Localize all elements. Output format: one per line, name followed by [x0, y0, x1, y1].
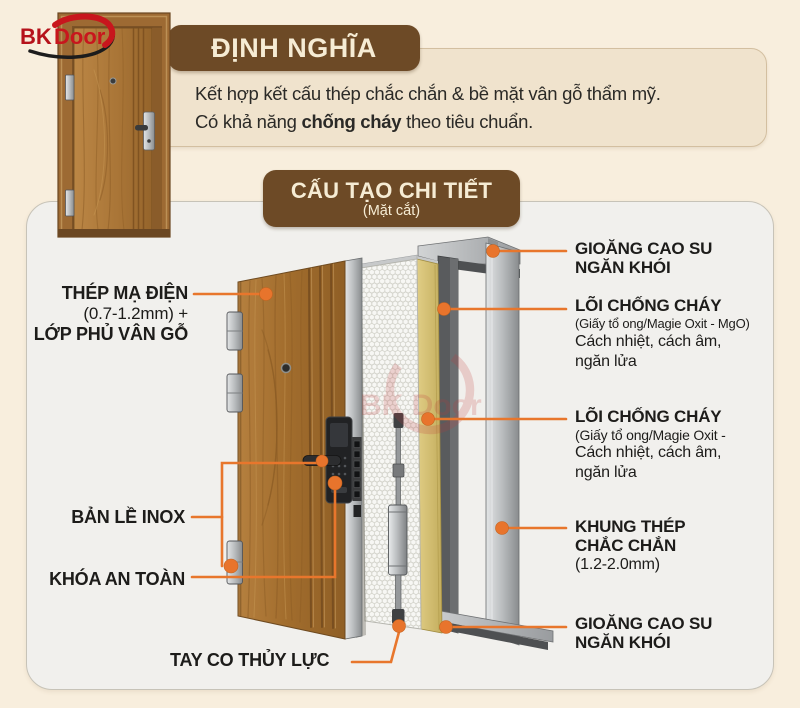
- logo-text-door: Door: [54, 24, 106, 49]
- logo-swoosh-red: [52, 13, 116, 48]
- exploded-door-diagram: BK Door: [190, 236, 568, 664]
- callout-label-steel-frame: KHUNG THÉP CHẮC CHẮN (1.2-2.0mm): [575, 517, 686, 573]
- hinge: [226, 373, 243, 413]
- svg-text:BK Door: BK Door: [360, 389, 482, 422]
- watermark: BK Door: [360, 345, 482, 435]
- callout-label-smoke-gasket-bottom: GIOĂNG CAO SU NGĂN KHÓI: [575, 614, 713, 652]
- peephole: [109, 77, 117, 85]
- callout-label-safety-lock: KHÓA AN TOÀN: [49, 569, 185, 589]
- hinge: [226, 311, 243, 351]
- callout-label-steel-skin: THÉP MẠ ĐIỆN (0.7-1.2mm) + LỚP PHỦ VÂN G…: [33, 283, 188, 344]
- definition-heading: ĐỊNH NGHĨA: [168, 25, 420, 71]
- product-door-illustration: [57, 12, 171, 238]
- hinge: [65, 189, 75, 217]
- callout-label-smoke-gasket-top: GIOĂNG CAO SU NGĂN KHÓI: [575, 239, 713, 277]
- callout-label-hydraulic-closer: TAY CO THỦY LỰC: [170, 650, 330, 670]
- door-handle: [135, 111, 155, 151]
- definition-line2: Có khả năng chống cháy theo tiêu chuẩn.: [195, 111, 533, 132]
- hydraulic-closer: [388, 413, 408, 624]
- structure-heading: CẤU TẠO CHI TIẾT (Mặt cắt): [263, 170, 520, 227]
- threshold: [58, 229, 170, 237]
- definition-title: ĐỊNH NGHĨA: [211, 32, 377, 63]
- structure-title: CẤU TẠO CHI TIẾT: [290, 177, 493, 203]
- door-leaf: [226, 257, 363, 640]
- hinge: [65, 74, 75, 101]
- callout-dots: [223, 244, 509, 634]
- peephole: [280, 362, 292, 374]
- lock-edge-plate: [352, 437, 362, 517]
- callout-label-fire-core-2: LÕI CHỐNG CHÁY (Giấy tổ ong/Magie Oxit -…: [575, 407, 726, 481]
- definition-text: Kết hợp kết cấu thép chắc chắn & bề mặt …: [195, 80, 760, 136]
- definition-line1: Kết hợp kết cấu thép chắc chắn & bề mặt …: [195, 83, 661, 104]
- logo-text-bk: BK: [20, 24, 52, 49]
- callout-lines: [190, 249, 568, 664]
- structure-subtitle: (Mặt cắt): [362, 202, 421, 219]
- callout-label-hinge: BẢN LỀ INOX: [71, 507, 185, 527]
- callout-label-fire-core-1: LÕI CHỐNG CHÁY (Giấy tổ ong/Magie Oxit -…: [575, 296, 750, 370]
- brand-logo: BK Door: [20, 13, 116, 59]
- fireproof-core: [360, 254, 443, 634]
